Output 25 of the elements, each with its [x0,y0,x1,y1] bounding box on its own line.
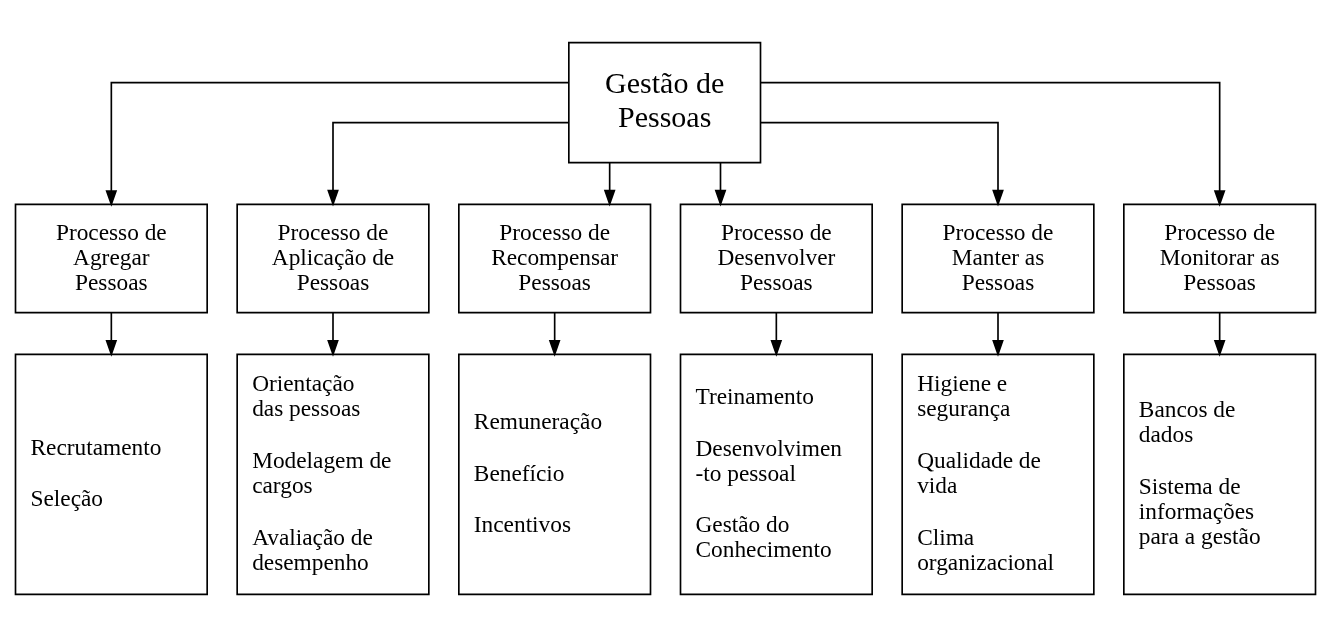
node-box: Processo de Monitorar as Pessoas [1123,203,1317,313]
arrow [759,81,1226,207]
node-box: Recrutamento Seleção [14,353,208,595]
arrow [759,121,1004,207]
arrow [548,311,561,357]
node-box: Processo de Aplicação de Pessoas [236,203,430,313]
node-box: Higiene e segurança Qualidade de vida Clima organizacional [901,353,1095,595]
node-box: Orientação das pessoas Modelagem de cargos Avaliação de desempenho [236,353,430,595]
arrow [1213,311,1226,357]
arrow [770,311,783,357]
node-box: Treinamento Desenvolvimen -to pessoal Gestão do Conhecimento [679,353,873,595]
node-box: Processo de Recompensar Pessoas [458,203,652,313]
arrow [992,311,1004,357]
arrow [105,311,118,357]
node-box: Processo de Desenvolver Pessoas [679,203,873,313]
arrow [714,161,727,207]
arrow [105,81,570,207]
node-box: Processo de Manter as Pessoas [901,203,1095,313]
node-box: Bancos de dados Sistema de informações para a gestão [1123,353,1317,595]
arrow [603,161,616,207]
node-box: Gestão de Pessoas [568,41,762,163]
node-box: Remuneração Benefício Incentivos [458,353,652,595]
arrow [327,311,339,357]
node-box: Processo de Agregar Pessoas [14,203,208,313]
arrow [327,121,570,207]
